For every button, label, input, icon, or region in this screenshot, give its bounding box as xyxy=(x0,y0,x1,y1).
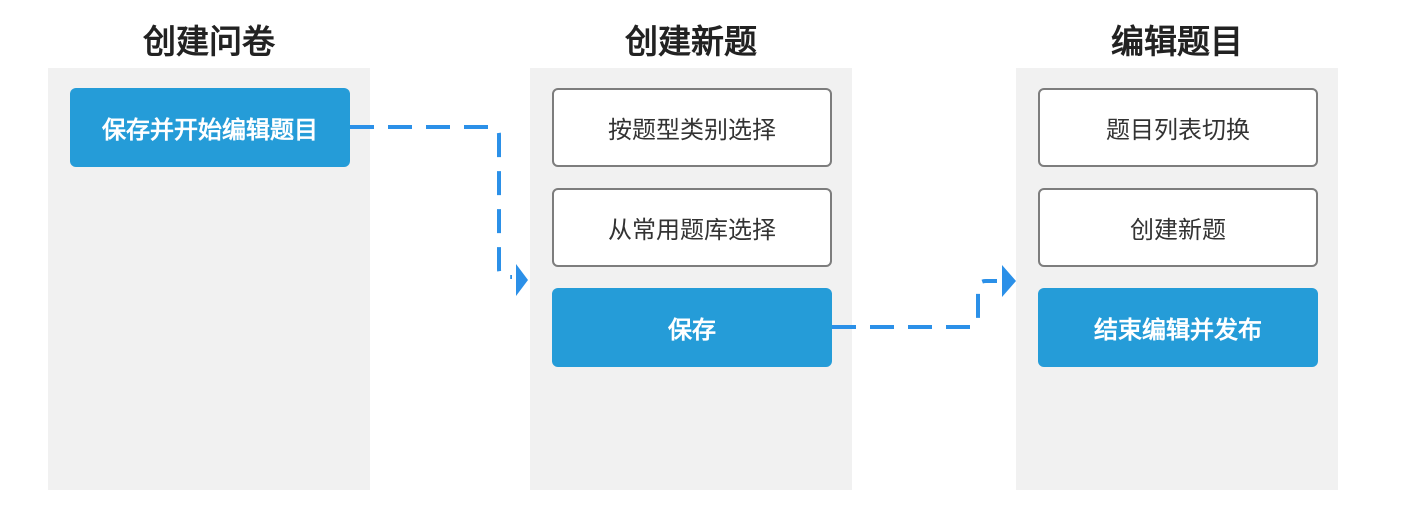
create-new-question-button[interactable]: 创建新题 xyxy=(1038,188,1318,267)
connector-1 xyxy=(350,125,512,279)
connector-1-arrowhead xyxy=(516,264,528,296)
save-button[interactable]: 保存 xyxy=(552,288,832,367)
select-from-library-button[interactable]: 从常用题库选择 xyxy=(552,188,832,267)
column-title-edit-questions: 编辑题目 xyxy=(1111,22,1243,61)
select-by-type-button[interactable]: 按题型类别选择 xyxy=(552,88,832,167)
save-and-start-editing-button[interactable]: 保存并开始编辑题目 xyxy=(70,88,350,167)
column-title-create-survey: 创建问卷 xyxy=(143,22,275,61)
connector-2-arrowhead xyxy=(1002,265,1016,297)
question-list-toggle-button[interactable]: 题目列表切换 xyxy=(1038,88,1318,167)
finish-and-publish-button[interactable]: 结束编辑并发布 xyxy=(1038,288,1318,367)
column-title-create-question: 创建新题 xyxy=(625,22,757,61)
connector-2 xyxy=(832,279,997,329)
